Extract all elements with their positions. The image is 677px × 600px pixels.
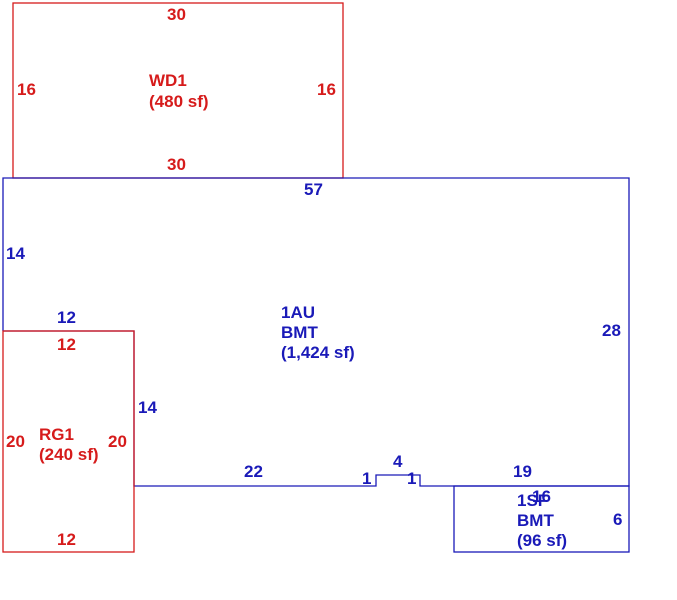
wd1-code: WD1 [149, 71, 187, 90]
main-inner-left-dimension: 14 [138, 398, 157, 417]
main-notch-left-dimension: 1 [362, 469, 372, 488]
wd1-top-dimension: 30 [167, 5, 186, 24]
wd1-right-dimension: 16 [317, 80, 336, 99]
rg1-bottom-dimension: 12 [57, 530, 76, 549]
wd1-area: (480 sf) [149, 92, 209, 111]
main-left-step-dimension: 12 [57, 308, 76, 327]
rg1-left-dimension: 20 [6, 432, 25, 451]
main-area: (1,424 sf) [281, 343, 355, 362]
rg1-outline [2, 330, 135, 553]
sp-outline [453, 485, 630, 553]
main-bottom-right-dimension: 19 [513, 462, 532, 481]
sp-right-dimension: 6 [613, 510, 623, 529]
sp-overlap-dimension: 16 [532, 487, 551, 506]
main-left-upper-dimension: 14 [6, 244, 25, 263]
main-notch-right-dimension: 1 [407, 469, 417, 488]
rg1-code: RG1 [39, 425, 74, 444]
main-right-dimension: 28 [602, 321, 621, 340]
rg1-top-dimension: 12 [57, 335, 76, 354]
main-sub: BMT [281, 323, 318, 342]
main-bottom-left-dimension: 22 [244, 462, 263, 481]
wd1-bottom-dimension: 30 [167, 155, 186, 174]
sp-area: (96 sf) [517, 531, 568, 550]
main-top-dimension: 57 [304, 180, 323, 199]
wd1-left-dimension: 16 [17, 80, 36, 99]
sp-sub: BMT [517, 511, 554, 530]
main-notch-top-dimension: 4 [393, 452, 403, 471]
rg1-right-dimension: 20 [108, 432, 127, 451]
sp-code: 1SF [517, 491, 549, 510]
main-code: 1AU [281, 303, 316, 322]
rg1-area: (240 sf) [39, 445, 99, 464]
